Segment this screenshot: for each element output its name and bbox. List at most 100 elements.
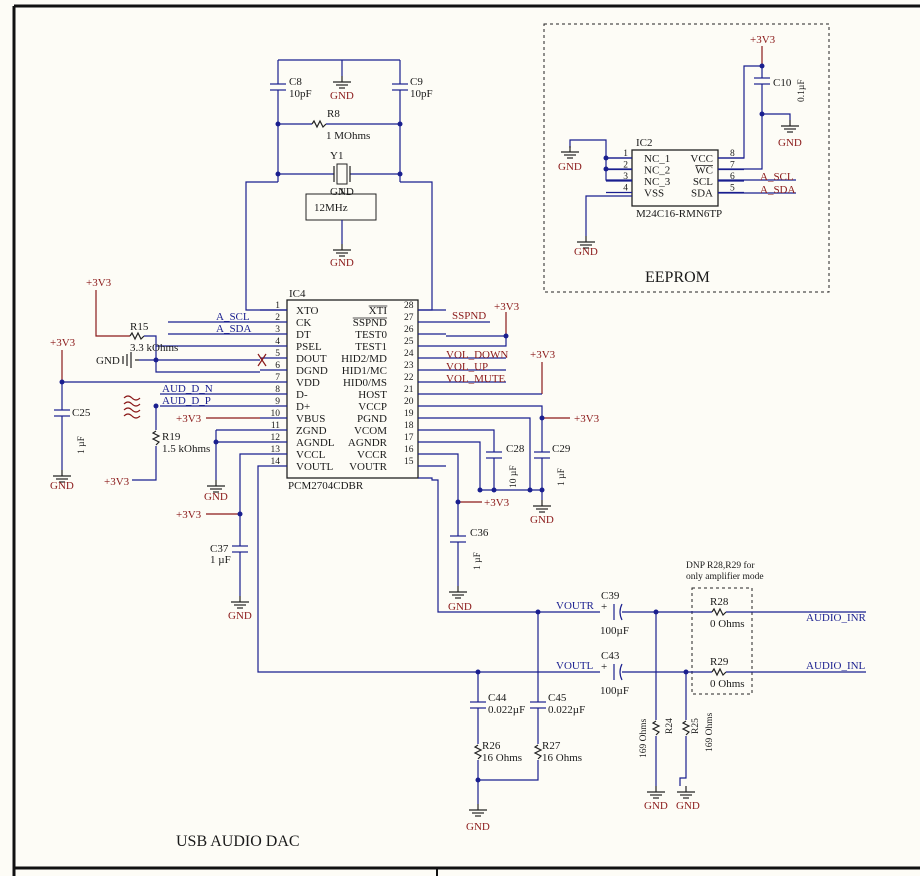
pin-name: ZGND — [296, 425, 327, 437]
p3v3-eeprom: +3V3 — [750, 34, 776, 46]
c45-ref: C45 — [548, 692, 567, 704]
pin-number: 6 — [275, 361, 280, 371]
pin-name: D- — [296, 389, 308, 401]
pin-number: 16 — [404, 445, 414, 455]
pin-number: 3 — [275, 325, 280, 335]
c44-value: 0.022µF — [488, 704, 525, 716]
gnd-label-psel: GND — [96, 355, 120, 367]
r8-value: 1 MOhms — [326, 130, 370, 142]
gnd-label-r25: GND — [676, 800, 700, 812]
p3v3-r19: +3V3 — [104, 476, 130, 488]
pin-number: 13 — [271, 445, 281, 455]
gnd-label-c37: GND — [228, 610, 252, 622]
c25-ref: C25 — [72, 407, 91, 419]
c39-ref: C39 — [601, 590, 620, 602]
pin-number: 24 — [404, 349, 414, 359]
pin-name: HID0/MS — [343, 377, 387, 389]
pin-name: VCCL — [296, 449, 326, 461]
sheet-frame — [12, 4, 920, 876]
c37-value: 1 µF — [210, 554, 231, 566]
pin-number: 28 — [404, 301, 414, 311]
net-a-sda-ic4: A_SDA — [216, 323, 252, 335]
pin-number: 1 — [275, 301, 280, 311]
gnd-label-nc: GND — [558, 161, 582, 173]
c9-ref: C9 — [410, 76, 423, 88]
c39-value: 100µF — [600, 625, 629, 637]
c36-value: 1 µF — [473, 552, 483, 570]
pin-number: 27 — [404, 313, 414, 323]
c28-ref: C28 — [506, 443, 525, 455]
dnp-note-1: DNP R28,R29 for — [686, 560, 755, 571]
c44-ref: C44 — [488, 692, 507, 704]
gnd-label-crystal: GND — [330, 90, 354, 102]
ic2-body — [631, 149, 719, 207]
r25-value: 169 Ohms — [705, 712, 715, 752]
pin-number: 15 — [404, 457, 414, 467]
net-vol-up: VOL_UP — [446, 361, 488, 373]
r15-value: 3.3 kOhms — [130, 342, 178, 354]
p3v3-vbus: +3V3 — [176, 413, 202, 425]
net-voutl: VOUTL — [556, 660, 594, 672]
pin-number: 8 — [730, 149, 735, 159]
r26-value: 16 Ohms — [482, 752, 522, 764]
ic2-part: M24C16-RMN6TP — [636, 208, 722, 220]
pin-name: HID2/MD — [341, 353, 387, 365]
c8-ref: C8 — [289, 76, 302, 88]
pin-name: NC_2 — [644, 165, 670, 177]
pin-number: 4 — [623, 184, 628, 194]
pin-name: NC_1 — [644, 153, 670, 165]
p3v3-vccl: +3V3 — [176, 509, 202, 521]
pin-name: PSEL — [296, 341, 322, 353]
c37-ref: C37 — [210, 543, 229, 555]
pin-name: VOUTR — [349, 461, 388, 473]
gnd-label-agndl: GND — [204, 491, 228, 503]
gnd-label-vss: GND — [574, 246, 598, 258]
net-a-scl-eeprom: A_SCL — [760, 171, 794, 183]
pin-number: 9 — [275, 397, 280, 407]
pin-number: 4 — [275, 337, 280, 347]
pin-name: VCOM — [354, 425, 387, 437]
pin-number: 14 — [271, 457, 281, 467]
r24-value: 169 Ohms — [639, 718, 649, 758]
c28-value: 10 µF — [509, 465, 519, 488]
r24-ref: R24 — [665, 718, 675, 734]
output-wiring — [468, 603, 866, 817]
pin-name: VBUS — [296, 413, 325, 425]
dnp-note-2: only amplifier mode — [686, 571, 764, 582]
pin-name: VOUTL — [296, 461, 334, 473]
eeprom-title: EEPROM — [645, 269, 710, 286]
gnd-label-r24: GND — [644, 800, 668, 812]
pin-name: WC — [695, 165, 713, 177]
pin-number: 5 — [730, 184, 735, 194]
r29-value: 0 Ohms — [710, 678, 745, 690]
r19-value: 1.5 kOhms — [162, 443, 210, 455]
pin-number: 26 — [404, 325, 414, 335]
pin-number: 8 — [275, 385, 280, 395]
ic4-body — [286, 299, 419, 479]
pin-number: 2 — [623, 161, 628, 171]
p3v3-r15: +3V3 — [86, 277, 112, 289]
r25-ref: R25 — [691, 718, 701, 734]
pin-name: SDA — [691, 188, 713, 200]
pin-name: DOUT — [296, 353, 327, 365]
pin-name: XTI — [369, 305, 388, 317]
c8-value: 10pF — [289, 88, 312, 100]
pin-number: 7 — [730, 161, 735, 171]
c10-ref: C10 — [773, 77, 792, 89]
gnd-label-vcom: GND — [530, 514, 554, 526]
pin-number: 3 — [623, 172, 628, 182]
r27-value: 16 Ohms — [542, 752, 582, 764]
net-a-scl-ic4: A_SCL — [216, 311, 250, 323]
pin-name: VCCR — [357, 449, 388, 461]
c36-ref: C36 — [470, 527, 489, 539]
pin-number: 6 — [730, 172, 735, 182]
c43-ref: C43 — [601, 650, 620, 662]
pin-name: VCCP — [358, 401, 387, 413]
pin-number: 1 — [623, 149, 628, 159]
net-sspnd: SSPND — [452, 310, 486, 322]
pin-number: 10 — [271, 409, 281, 419]
ic4-part: PCM2704CDBR — [288, 480, 364, 492]
r28-value: 0 Ohms — [710, 618, 745, 630]
